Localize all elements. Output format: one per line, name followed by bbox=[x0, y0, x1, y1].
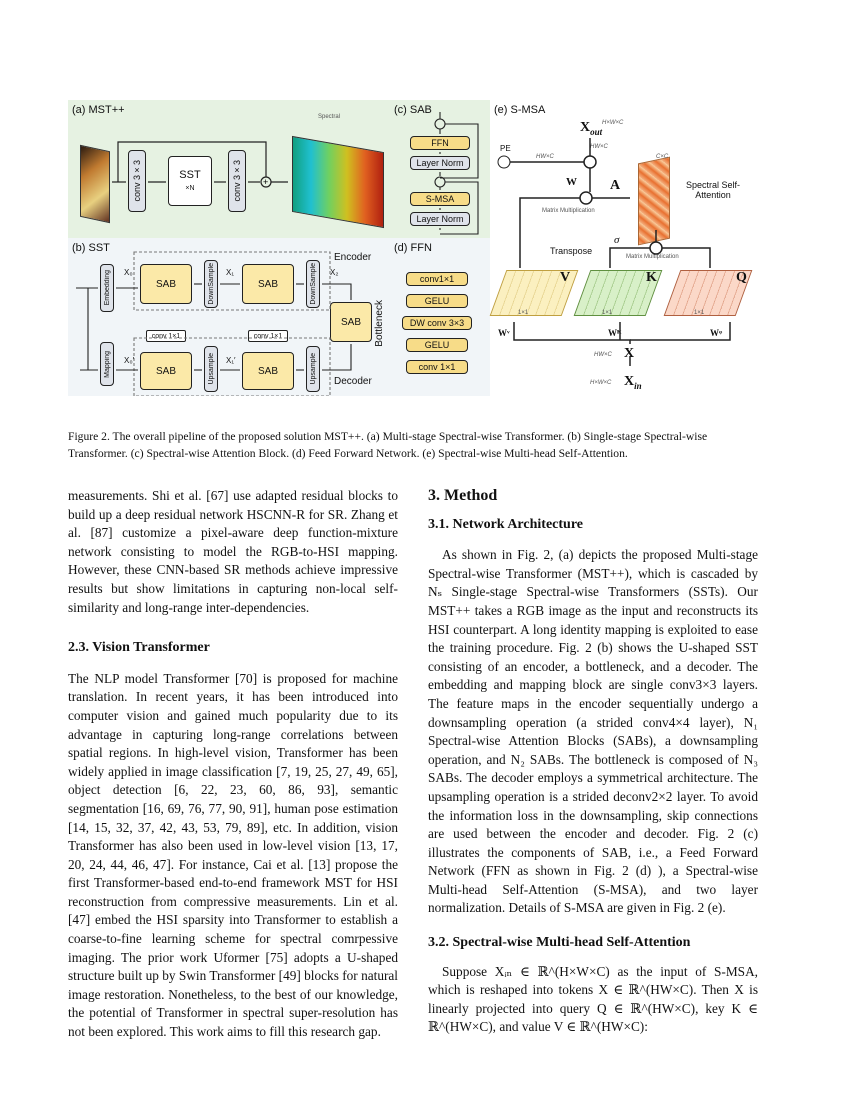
skip-conv-2: conv 1×1 bbox=[248, 330, 288, 342]
x-dim: HW×C bbox=[594, 352, 612, 358]
embedding-block: Embedding bbox=[100, 264, 114, 312]
sab-decoder-2: SAB bbox=[242, 352, 294, 390]
v-label: V bbox=[560, 270, 571, 285]
ffn-conv-bottom: conv 1×1 bbox=[406, 360, 468, 374]
x1p-label: X₁′ bbox=[226, 356, 236, 365]
x2-label: X₂ bbox=[330, 268, 339, 277]
section-heading-vision-transformer: 2.3. Vision Transformer bbox=[68, 640, 210, 656]
panel-b-sst: (b) SST Encoder Bottleneck Decoder Embed… bbox=[68, 238, 390, 396]
x1-label: X₁ bbox=[226, 268, 235, 277]
wv-label: Wᵛ bbox=[498, 328, 510, 338]
layernorm-2: Layer Norm bbox=[410, 212, 470, 226]
upsample-2: Upsample bbox=[306, 346, 320, 392]
panel-e-smsa: (e) S-MSA Xout H×W×C PE HW×C HW×C W A Ma… bbox=[489, 100, 756, 396]
encoder-label: Encoder bbox=[334, 252, 372, 263]
wk-label: Wᴷ bbox=[608, 328, 622, 338]
axis-spectral-label: Spectral bbox=[318, 114, 341, 120]
panel-c-sab: (c) SAB FFN Layer Norm S-MSA Layer Norm bbox=[390, 100, 490, 238]
transpose-label: Transpose bbox=[550, 246, 593, 256]
matmul-label-2: Matrix Multiplication bbox=[626, 254, 679, 260]
section-heading-smsa: 3.2. Spectral-wise Multi-head Self-Atten… bbox=[428, 935, 691, 951]
paragraph-smsa: Suppose Xᵢₙ ∈ ℝ^(H×W×C) as the input of … bbox=[428, 963, 758, 1035]
panel-b-arrows bbox=[76, 251, 352, 396]
right-column: 3. Method 3.1. Network Architecture As s… bbox=[428, 487, 758, 1037]
sab-encoder-2: SAB bbox=[242, 264, 294, 304]
section-heading-method: 3. Method bbox=[428, 487, 498, 504]
paragraph-related-sr: measurements. Shi et al. [67] use adapte… bbox=[68, 488, 398, 615]
k-label: K bbox=[646, 270, 657, 285]
skip-conv-1: conv 1×1 bbox=[146, 330, 186, 342]
svg-text:+: + bbox=[263, 177, 268, 187]
ffn-gelu-2: GELU bbox=[406, 338, 468, 352]
figure-caption: Figure 2. The overall pipeline of the pr… bbox=[68, 430, 708, 460]
panel-a-arrows: + bbox=[112, 141, 288, 188]
smsa-block: S-MSA bbox=[410, 192, 470, 206]
xout-label: Xout bbox=[580, 120, 603, 137]
sab-bottleneck: SAB bbox=[330, 302, 372, 342]
x0-label: X₀ bbox=[124, 268, 133, 277]
ffn-block: FFN bbox=[410, 136, 470, 150]
ffn-conv-top: conv1×1 bbox=[406, 272, 468, 286]
paragraph-vision-transformer: The NLP model Transformer [70] is propos… bbox=[68, 670, 398, 1040]
hwc-label-2: HW×C bbox=[590, 144, 608, 150]
figure-2: (a) MST++ conv 3×3 SST×N conv 3×3 Spectr… bbox=[68, 100, 756, 396]
x-label: X bbox=[624, 346, 635, 361]
a-label: A bbox=[610, 178, 621, 193]
section-heading-architecture: 3.1. Network Architecture bbox=[428, 516, 583, 532]
panel-d-label: (d) FFN bbox=[394, 242, 432, 254]
layernorm-1: Layer Norm bbox=[410, 156, 470, 170]
spectral-attention-label: Spectral Self-Attention bbox=[685, 180, 741, 200]
decoder-label: Decoder bbox=[334, 376, 372, 387]
xin-dim: H×W×C bbox=[590, 380, 612, 386]
q-conv-label: 1×1 bbox=[694, 310, 705, 316]
upsample-1: Upsample bbox=[204, 346, 218, 392]
panel-c-arrows bbox=[434, 112, 479, 235]
cxc-label: C×C bbox=[656, 154, 669, 160]
conv-out-block: conv 3×3 bbox=[228, 150, 246, 212]
sab-encoder-1: SAB bbox=[140, 264, 192, 304]
panel-c-label: (c) SAB bbox=[394, 104, 432, 116]
matmul-label-1: Matrix Multiplication bbox=[542, 208, 595, 214]
panel-e-label: (e) S-MSA bbox=[494, 104, 546, 116]
pe-label: PE bbox=[500, 144, 511, 153]
w-label: W bbox=[566, 176, 577, 188]
panel-d-ffn: (d) FFN conv1×1 GELU DW conv 3×3 GELU co… bbox=[390, 238, 490, 396]
panel-a-label: (a) MST++ bbox=[72, 104, 125, 116]
xin-label: Xin bbox=[624, 374, 642, 391]
wq-label: Wᵠ bbox=[710, 328, 723, 338]
downsample-1: DownSample bbox=[204, 260, 218, 308]
q-label: Q bbox=[736, 270, 747, 285]
downsample-2: DownSample bbox=[306, 260, 320, 308]
paragraph-architecture: As shown in Fig. 2, (a) depicts the prop… bbox=[428, 547, 758, 916]
panel-a-mstpp: (a) MST++ conv 3×3 SST×N conv 3×3 Spectr… bbox=[68, 100, 390, 238]
mapping-block: Mapping bbox=[100, 342, 114, 386]
sst-block: SST×N bbox=[168, 156, 212, 206]
ffn-gelu-1: GELU bbox=[406, 294, 468, 308]
conv-in-block: conv 3×3 bbox=[128, 150, 146, 212]
panel-e-arrows bbox=[497, 138, 731, 366]
sab-decoder-1: SAB bbox=[140, 352, 192, 390]
panel-b-label: (b) SST bbox=[72, 242, 110, 254]
ffn-dwconv: DW conv 3×3 bbox=[402, 316, 472, 330]
v-conv-label: 1×1 bbox=[518, 310, 529, 316]
sigma-label: σ bbox=[614, 234, 620, 246]
xout-dim: H×W×C bbox=[602, 120, 624, 126]
left-column: measurements. Shi et al. [67] use adapte… bbox=[68, 487, 398, 1042]
x0p-label: X₀′ bbox=[124, 356, 135, 365]
k-conv-label: 1×1 bbox=[602, 310, 613, 316]
hwc-label-1: HW×C bbox=[536, 154, 554, 160]
